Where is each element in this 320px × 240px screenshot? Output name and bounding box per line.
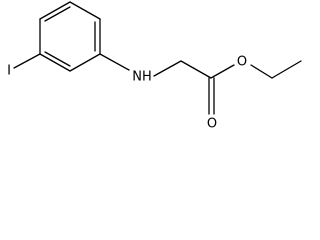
bond-ether-o-ch2: [250, 64, 273, 79]
ring-bond-top-inner: [44, 6, 71, 22]
bond-nitrogen-ch2: [153, 60, 182, 77]
atom-ether-oxygen-label: O: [237, 55, 247, 70]
bond-ch2-carbonyl: [180, 60, 212, 79]
bond-ring-nitrogen: [99, 53, 130, 71]
atom-carbonyl-oxygen-label: O: [207, 117, 217, 132]
atom-iodine-label: I: [7, 64, 11, 79]
ring-bond-top-right: [69, 1, 101, 20]
ring-bond-bottom-left: [39, 53, 71, 72]
ring-bond-bottom-left-inner: [44, 51, 71, 67]
benzene-ring: [39, 1, 101, 72]
chemical-structure: I NH O O: [7, 1, 302, 132]
ring-bond-bottom-right: [69, 53, 101, 72]
bond-carbonyl-ether-o: [210, 64, 235, 79]
bond-ring-iodine: [13, 53, 41, 69]
ring-bond-top: [39, 1, 71, 20]
bond-ch2-ch3: [271, 60, 302, 79]
atom-amine-label: NH: [132, 70, 152, 85]
